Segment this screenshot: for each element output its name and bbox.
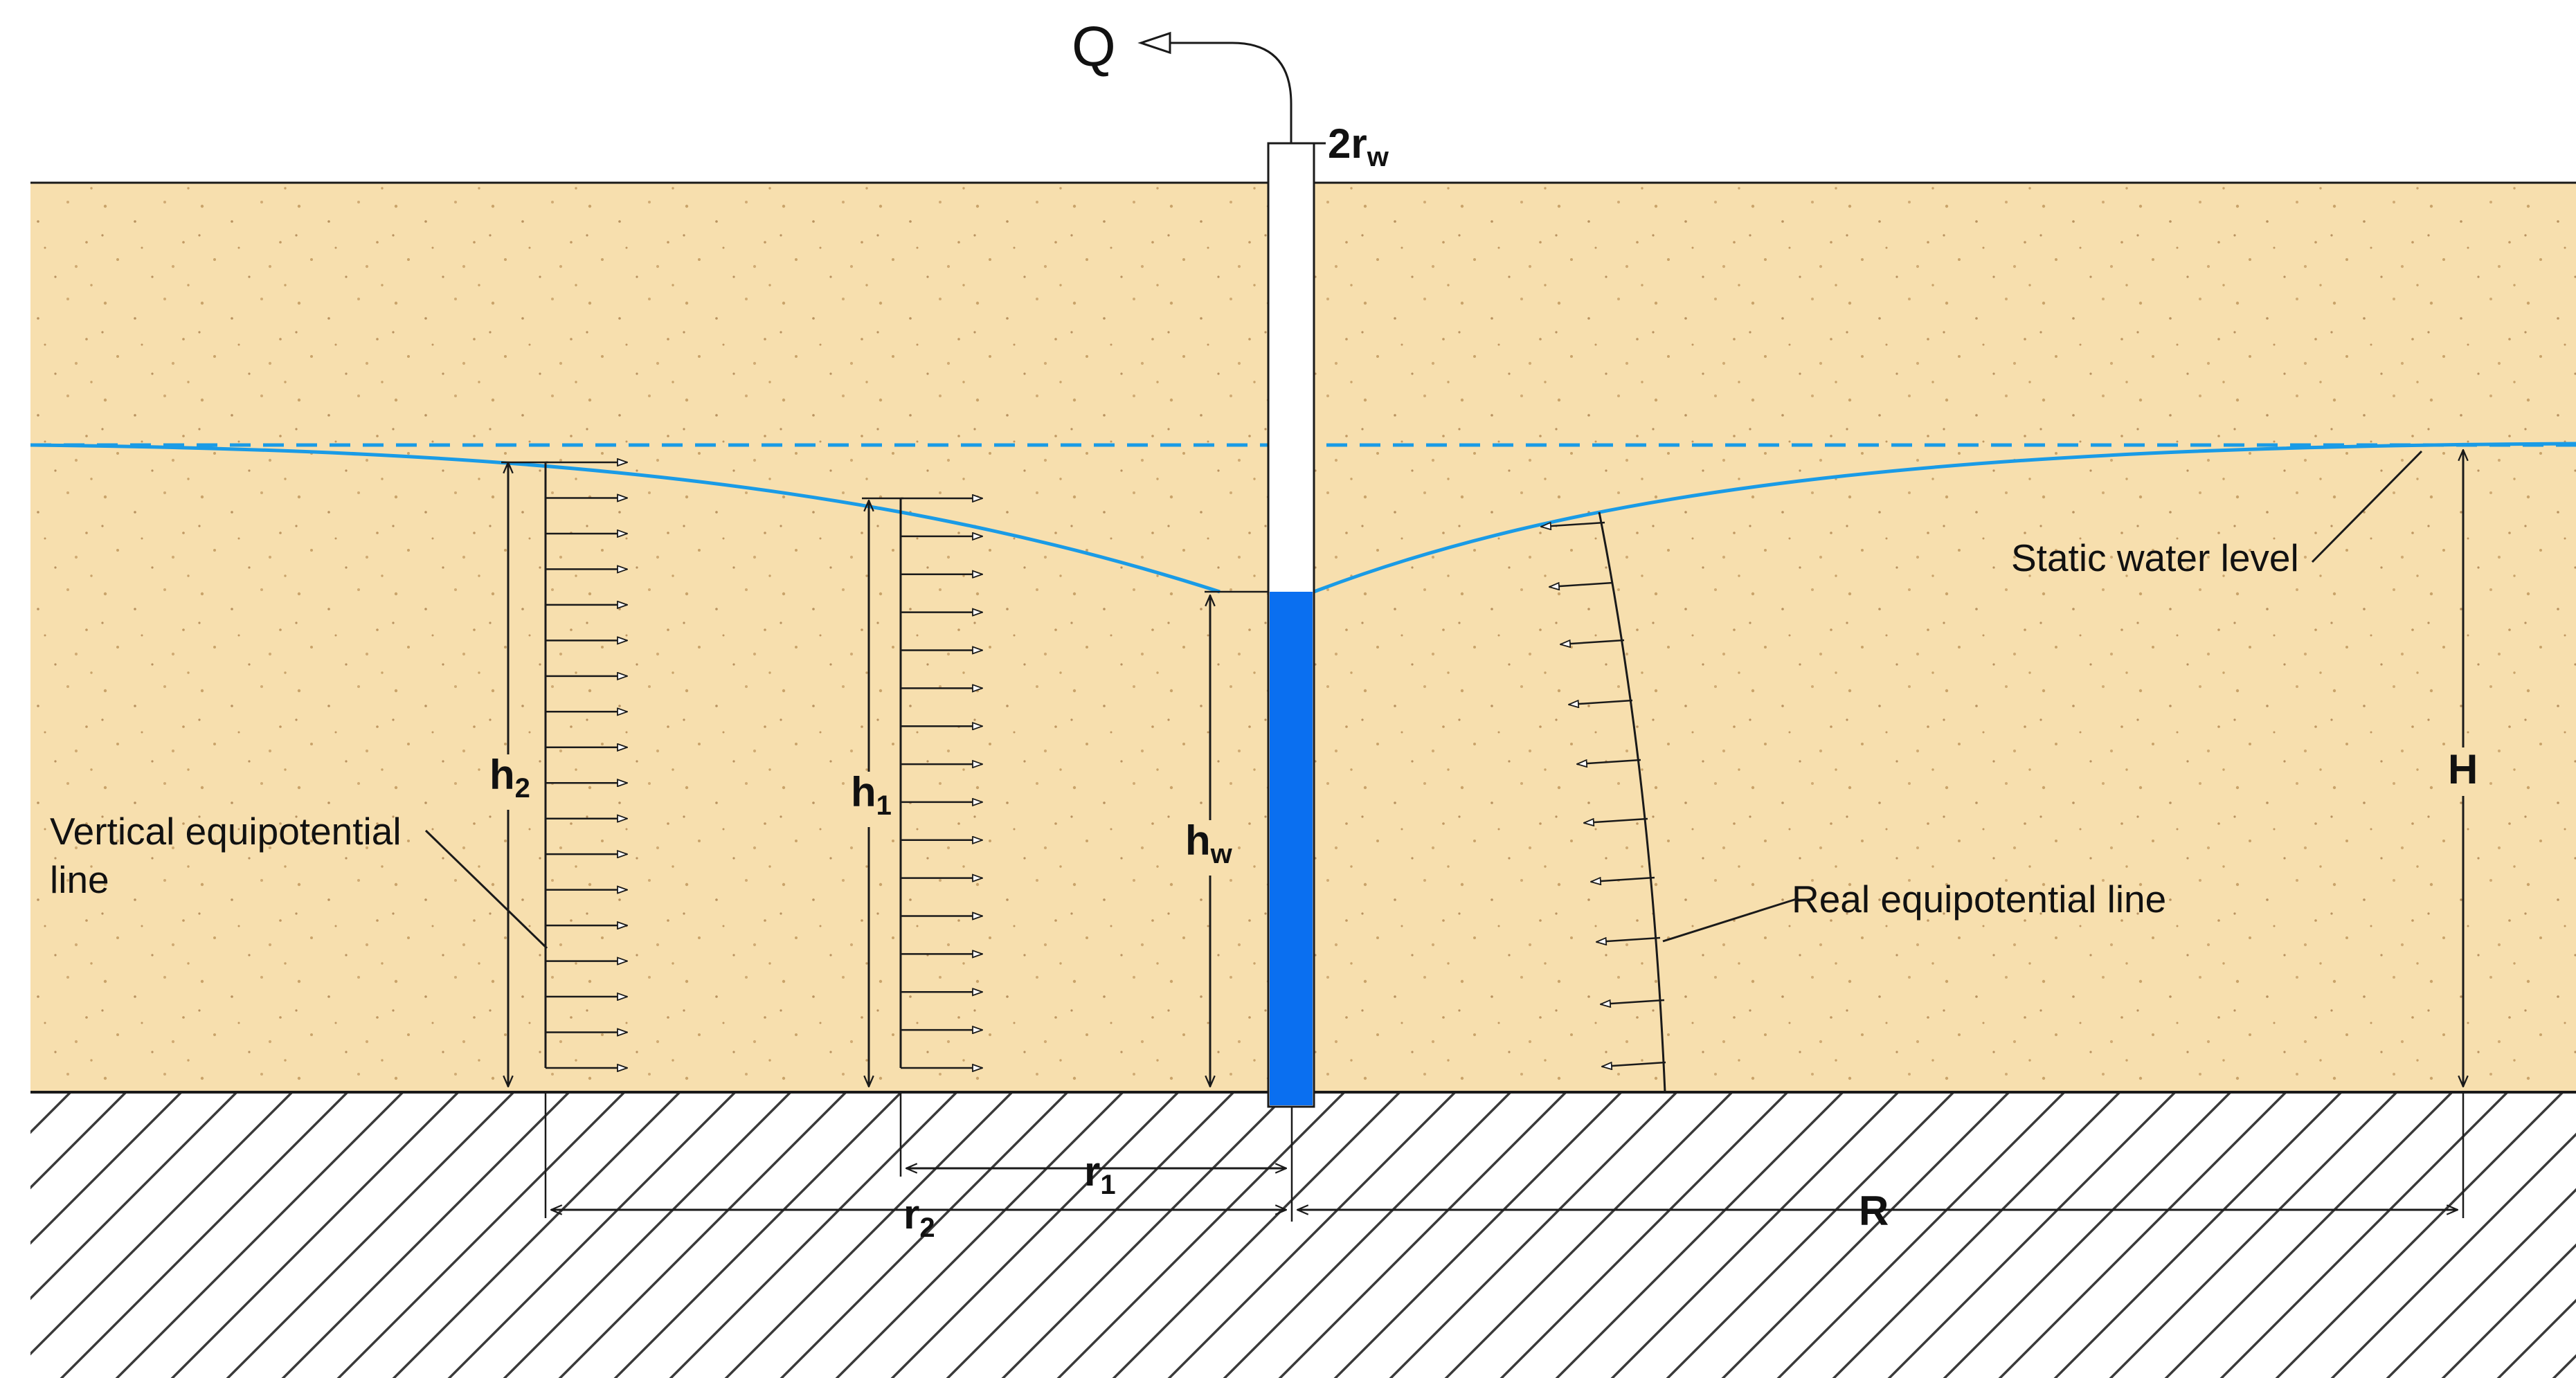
hw-label: hw — [1185, 817, 1233, 869]
r1-label: r1 — [1084, 1148, 1116, 1200]
R-label: R — [1859, 1188, 1889, 1234]
r2-label: r2 — [903, 1191, 935, 1243]
vertical-equipotential-label-line2: line — [50, 858, 109, 901]
dimension-r2: r2 — [544, 1092, 1286, 1243]
impermeable-base — [30, 1092, 2576, 1378]
flow-arrow — [1569, 699, 1633, 705]
static-water-level-label: Static water level — [2011, 536, 2299, 579]
drawdown-curve-left — [30, 443, 1221, 594]
dimension-hw: hw — [1182, 590, 1268, 1087]
dimension-h2: h2 — [485, 461, 548, 1094]
dimension-r1: r1 — [899, 1092, 1293, 1222]
flow-arrow — [1596, 936, 1661, 942]
flow-arrow — [1560, 639, 1625, 644]
discharge-arrow-icon — [1137, 31, 1171, 55]
flow-arrow — [1549, 581, 1614, 587]
flow-label: Q — [1072, 15, 1116, 78]
real-equipotential-arrows — [1541, 521, 1666, 1067]
real-equipotential-label: Real equipotential line — [1792, 878, 2166, 921]
h1-label: h1 — [851, 769, 892, 821]
drawdown-curve-right — [1313, 442, 2576, 594]
flow-arrow — [1577, 759, 1641, 764]
vertical-equipotential-h2 — [544, 462, 627, 1068]
real-equipotential-line — [1598, 511, 1666, 1093]
dimension-R: R — [1297, 1092, 2465, 1234]
flow-arrow — [1584, 817, 1648, 823]
h2-label: h2 — [489, 752, 530, 804]
dimension-h1: h1 — [846, 497, 903, 1094]
well-diameter-label: 2rw — [1328, 120, 1389, 172]
real-equipotential-leader — [1662, 897, 1799, 943]
flow-arrow — [1591, 876, 1655, 882]
flow-arrow — [1602, 1061, 1666, 1067]
flow-arrow — [1601, 999, 1665, 1004]
dimension-H: H — [2445, 450, 2481, 1087]
vertical-equipotential-h1 — [899, 498, 982, 1068]
discharge-pipe — [1148, 42, 1292, 143]
vertical-equipotential-label: Vertical equipotential — [50, 810, 402, 853]
static-water-level-leader — [2311, 450, 2423, 563]
vertical-equipotential-leader — [424, 829, 548, 950]
well-water-column — [1270, 592, 1313, 1105]
H-label: H — [2448, 746, 2478, 792]
flow-arrow — [1541, 521, 1605, 527]
